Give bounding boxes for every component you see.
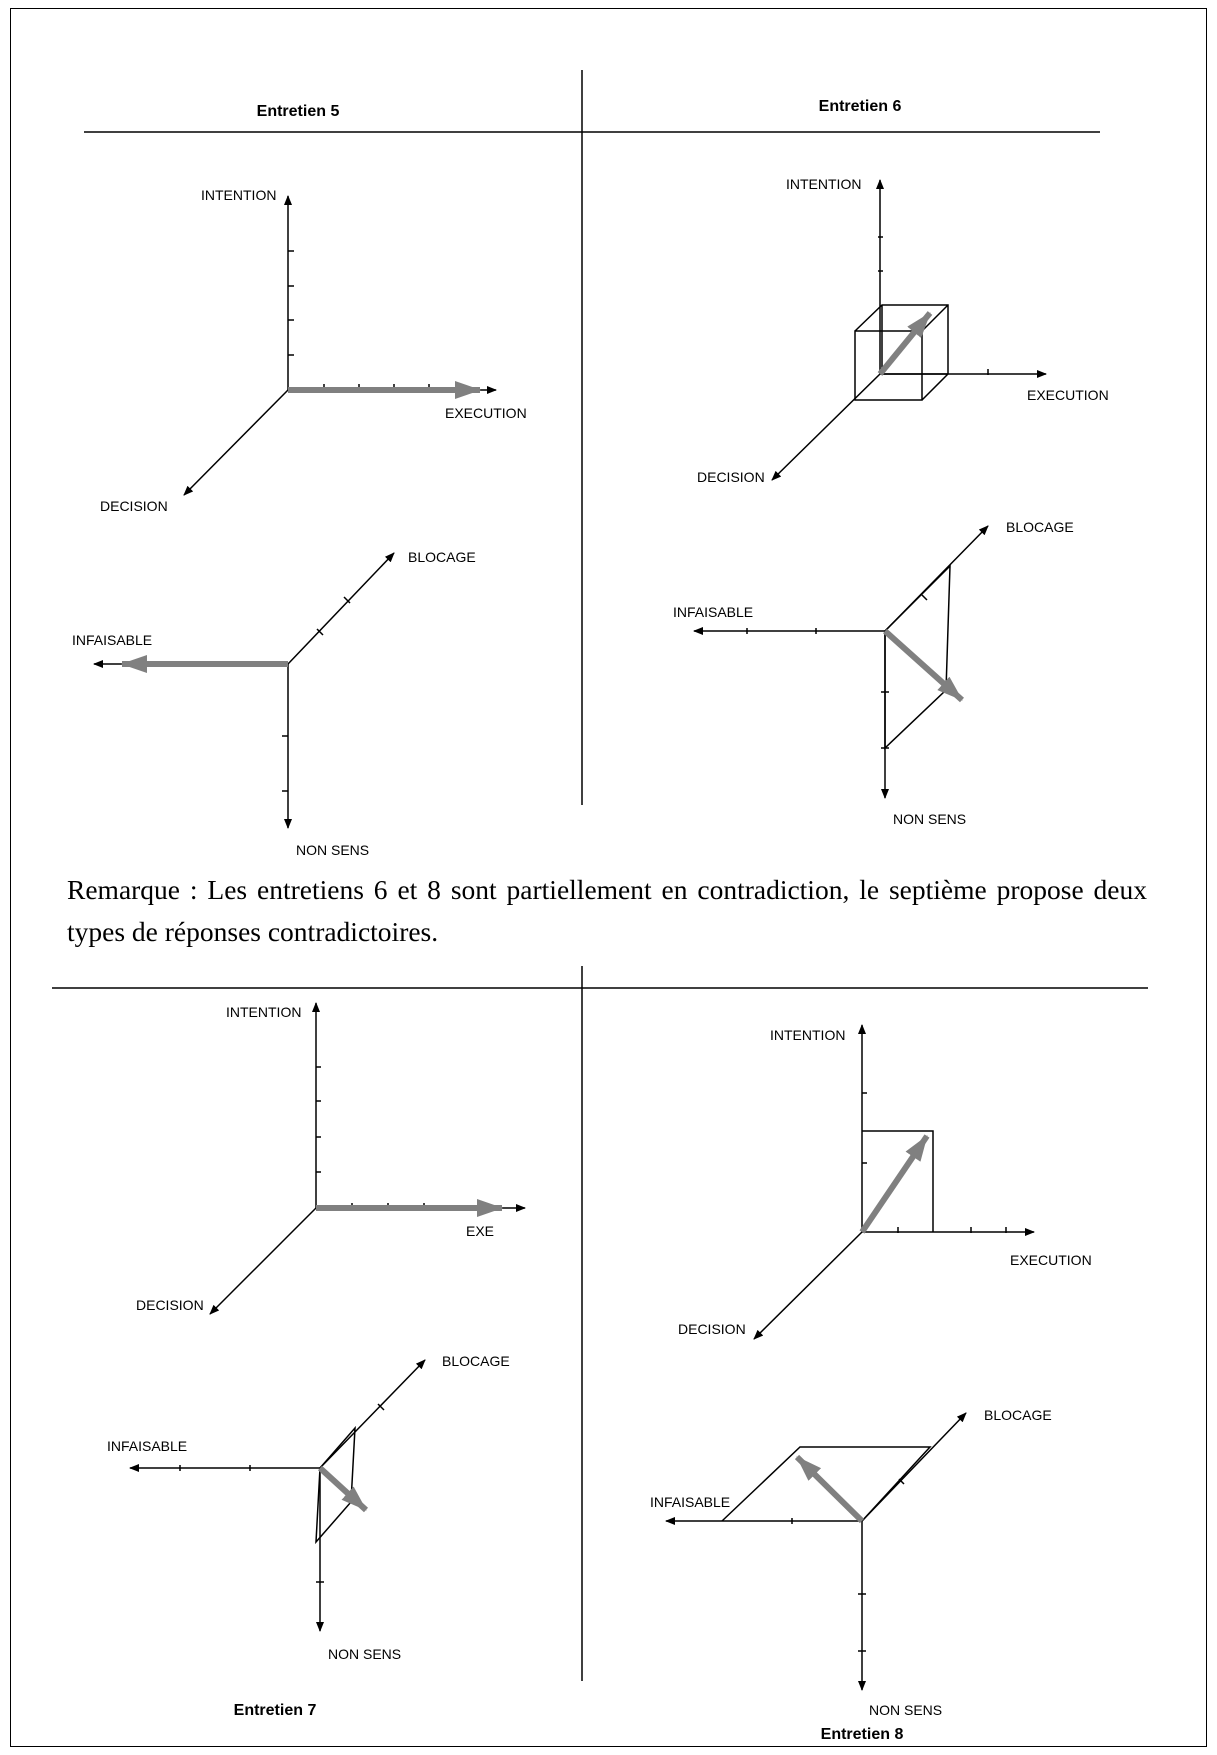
- response-box: [854, 304, 949, 401]
- decision-axis: [183, 389, 289, 496]
- blocage-axis: [287, 552, 395, 665]
- upper-plot: [183, 195, 497, 496]
- panel-title: Entretien 5: [257, 103, 340, 120]
- page-frame: [10, 8, 1207, 1747]
- separators: [52, 70, 1148, 1681]
- non-sens-label: NON SENS: [328, 1646, 401, 1662]
- axis-ticks: [791, 1478, 905, 1652]
- intention-label: INTENTION: [770, 1027, 845, 1043]
- intention-label: INTENTION: [786, 176, 861, 192]
- decision-axis: [209, 1207, 317, 1315]
- blocage-label: BLOCAGE: [984, 1407, 1052, 1423]
- blocage-label: BLOCAGE: [1006, 519, 1074, 535]
- execution-label: EXECUTION: [445, 405, 527, 421]
- decision-axis: [753, 1231, 863, 1340]
- non-sens-label: NON SENS: [893, 811, 966, 827]
- panel-entretien-5: Entretien 5 INTENTION EXECUTION DECISION…: [72, 103, 527, 858]
- axis-ticks: [282, 596, 351, 792]
- panel-entretien-7: INTENTION EXE DECISION BLOCAGE INFAISABL…: [107, 1002, 526, 1719]
- intention-label: INTENTION: [201, 187, 276, 203]
- decision-label: DECISION: [678, 1321, 746, 1337]
- remark-paragraph: Remarque : Les entretiens 6 et 8 sont pa…: [67, 874, 1147, 947]
- decision-axis: [771, 373, 881, 481]
- non-sens-label: NON SENS: [869, 1702, 942, 1718]
- blocage-axis: [319, 1359, 426, 1469]
- response-vector: [877, 311, 933, 376]
- infaisable-label: INFAISABLE: [673, 604, 753, 620]
- lower-plot: [665, 1412, 967, 1691]
- upper-plot: [771, 179, 1047, 481]
- intention-label: INTENTION: [226, 1004, 301, 1020]
- response-vector: [317, 1465, 369, 1513]
- panel-title: Entretien 6: [819, 98, 902, 115]
- decision-label: DECISION: [136, 1297, 204, 1313]
- lower-plot: [93, 552, 395, 829]
- axis-ticks: [862, 1092, 1007, 1233]
- execution-label: EXECUTION: [1010, 1252, 1092, 1268]
- blocage-label: BLOCAGE: [408, 549, 476, 565]
- response-parallelogram: [721, 1446, 932, 1522]
- decision-label: DECISION: [100, 498, 168, 514]
- panel-entretien-8: INTENTION EXECUTION DECISION BLOCAGE INF…: [650, 1024, 1092, 1743]
- blocage-label: BLOCAGE: [442, 1353, 510, 1369]
- infaisable-label: INFAISABLE: [650, 1494, 730, 1510]
- response-vector: [882, 628, 965, 703]
- response-vector: [794, 1454, 865, 1524]
- panel-title: Entretien 8: [821, 1726, 904, 1743]
- decision-label: DECISION: [697, 469, 765, 485]
- lower-plot: [693, 525, 989, 799]
- execution-label: EXE: [466, 1223, 494, 1239]
- execution-label: EXECUTION: [1027, 387, 1109, 403]
- axis-ticks: [316, 1066, 425, 1209]
- panel-title: Entretien 7: [234, 1702, 317, 1719]
- axis-ticks: [288, 250, 430, 390]
- axis-ticks: [179, 1403, 385, 1583]
- infaisable-label: INFAISABLE: [72, 632, 152, 648]
- upper-plot: [209, 1002, 526, 1315]
- response-vector: [859, 1134, 930, 1234]
- non-sens-label: NON SENS: [296, 842, 369, 858]
- upper-plot: [753, 1024, 1035, 1340]
- panel-entretien-6: Entretien 6 INTENTION EXECUTION DECISION…: [673, 98, 1109, 827]
- axis-ticks: [878, 236, 989, 375]
- axis-ticks: [746, 594, 928, 749]
- lower-plot: [129, 1359, 426, 1632]
- response-rectangle: [862, 1130, 934, 1232]
- infaisable-label: INFAISABLE: [107, 1438, 187, 1454]
